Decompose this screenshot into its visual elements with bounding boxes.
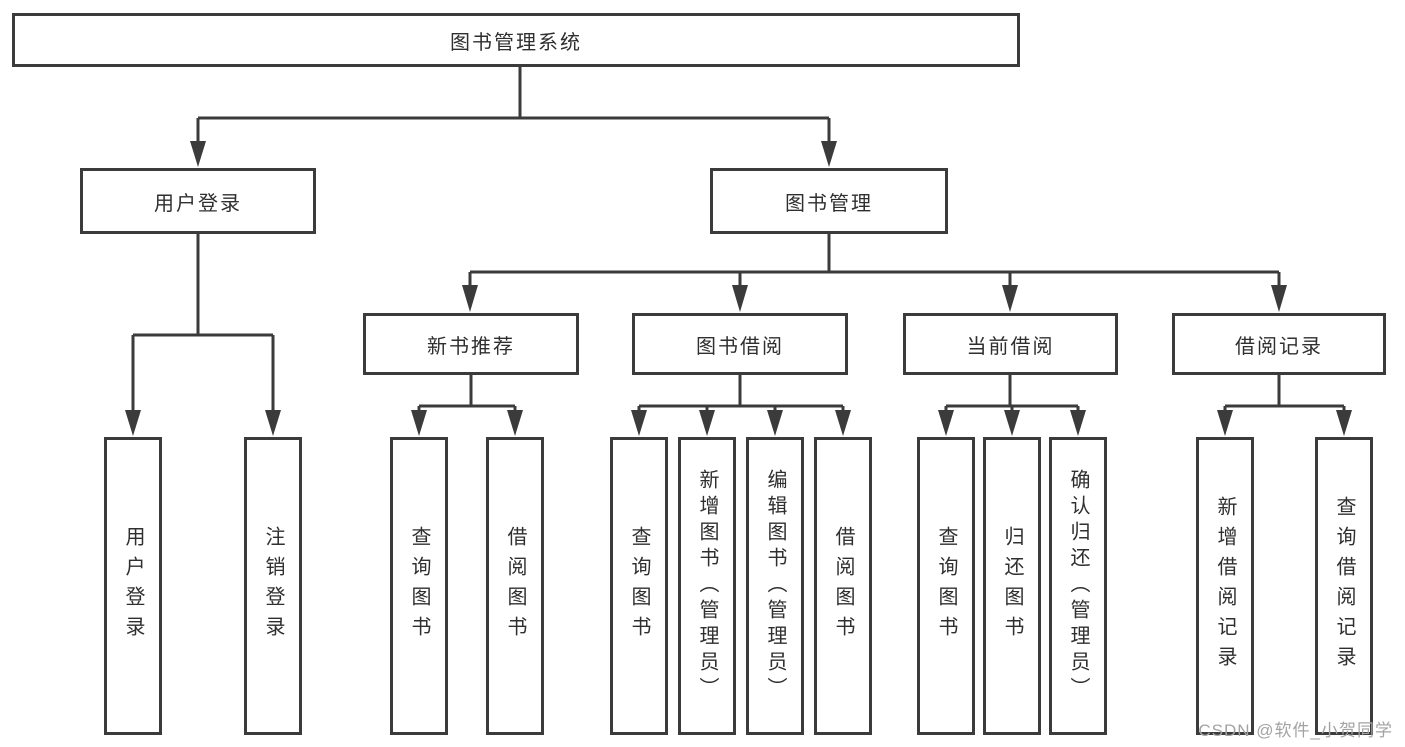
node-book-management: 图书管理 (710, 168, 948, 234)
arrowhead-icons (125, 141, 1352, 436)
node-query-borrow-record: 查询借阅记录 (1315, 437, 1373, 735)
node-query-books-current: 查询图书 (917, 437, 975, 735)
node-user-login: 用户登录 (80, 168, 316, 234)
node-query-books-borrow: 查询图书 (610, 437, 668, 735)
node-label: 图书借阅 (696, 335, 784, 358)
node-current-borrowing: 当前借阅 (903, 313, 1118, 375)
node-add-book-admin: 新增图书（管理员） (678, 437, 736, 735)
node-borrowing-records: 借阅记录 (1172, 313, 1386, 375)
node-user-login-leaf: 用户登录 (104, 437, 162, 735)
node-label: 新书推荐 (427, 335, 515, 358)
node-label: 图书管理系统 (450, 31, 582, 54)
node-label: 当前借阅 (966, 335, 1055, 358)
node-book-borrowing: 图书借阅 (632, 313, 848, 375)
node-library-management-system: 图书管理系统 (12, 13, 1020, 67)
node-label: 图书管理 (785, 192, 873, 215)
node-edit-book-admin: 编辑图书（管理员） (746, 437, 804, 735)
node-logout-leaf: 注销登录 (244, 437, 302, 735)
node-confirm-return-admin: 确认归还（管理员） (1049, 437, 1107, 735)
node-return-books: 归还图书 (983, 437, 1041, 735)
node-query-books-recommend: 查询图书 (390, 437, 448, 735)
csdn-watermark: CSDN @软件_小贺同学 (1198, 721, 1393, 740)
node-borrow-books-recommend: 借阅图书 (486, 437, 544, 735)
node-label: 借阅记录 (1235, 335, 1323, 358)
node-label: 用户登录 (154, 192, 242, 215)
node-add-borrow-record: 新增借阅记录 (1196, 437, 1254, 735)
node-new-book-recommend: 新书推荐 (363, 313, 579, 375)
node-borrow-books: 借阅图书 (814, 437, 872, 735)
